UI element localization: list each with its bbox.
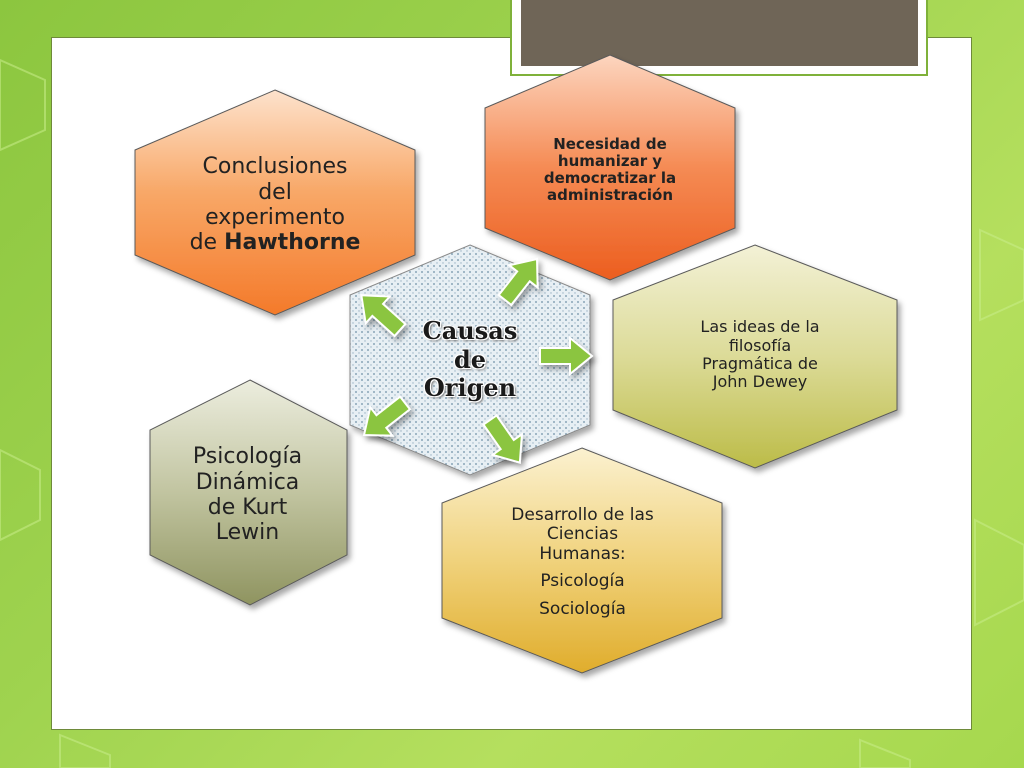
- hawthorne-bold: Hawthorne: [224, 230, 361, 256]
- hawthorne-line-4: de Hawthorne: [190, 230, 361, 255]
- center-line-2: de: [453, 344, 487, 374]
- node-ciencias-text: Desarrollo de las Ciencias Humanas: Psic…: [485, 490, 680, 635]
- hex-lewin: [149, 379, 348, 606]
- center-title: Causas de Origen: [400, 305, 540, 415]
- bg-hex-shape: [0, 58, 46, 152]
- lewin-line-4: Lewin: [215, 520, 280, 546]
- dewey-line-1: Las ideas de la: [700, 317, 820, 337]
- ciencias-line-2: Ciencias: [546, 524, 619, 545]
- hex-hawthorne: [134, 89, 416, 316]
- title-tab: [521, 0, 918, 66]
- arrow-to-dewey: [539, 335, 594, 377]
- ciencias-line-1: Desarrollo de las: [511, 504, 654, 525]
- arrow-to-humanizar: [497, 257, 539, 307]
- lewin-line-1: Psicología: [192, 444, 303, 470]
- center-line-3: Origen: [423, 373, 517, 403]
- bg-hex-shape: [59, 733, 111, 768]
- dewey-line-4: John Dewey: [712, 372, 808, 392]
- hawthorne-line-2: del: [258, 179, 292, 205]
- humanizar-line-1: Necesidad de: [553, 134, 667, 153]
- hex-dewey: [612, 244, 898, 469]
- lewin-line-3: de Kurt: [207, 495, 288, 520]
- dewey-line-2: filosofía: [728, 335, 792, 355]
- lewin-line-2: Dinámica: [195, 469, 300, 495]
- hawthorne-line-3: experimento: [205, 205, 345, 230]
- bg-hex-shape: [859, 738, 911, 768]
- hex-humanizar: [484, 54, 736, 281]
- humanizar-line-4: administración: [546, 186, 674, 205]
- bg-hex-shape: [0, 448, 41, 542]
- dewey-line-3: Pragmática de: [702, 354, 818, 373]
- node-dewey-text: Las ideas de la filosofía Pragmática de …: [660, 300, 860, 410]
- ciencias-item-2: Sociología: [539, 598, 626, 619]
- center-line-1: Causas: [422, 315, 518, 345]
- node-lewin-text: Psicología Dinámica de Kurt Lewin: [165, 420, 330, 570]
- hex-center: [349, 244, 591, 476]
- humanizar-line-2: humanizar y: [557, 151, 663, 170]
- bg-hex-shape: [979, 228, 1024, 322]
- arrow-to-hawthorne: [360, 294, 407, 338]
- ciencias-item-1: Psicología: [540, 571, 625, 592]
- arrow-to-lewin: [362, 395, 412, 437]
- arrow-to-ciencias: [482, 414, 524, 464]
- hex-ciencias: [441, 447, 723, 674]
- humanizar-line-3: democratizar la: [543, 169, 677, 187]
- hawthorne-line-1: Conclusiones: [202, 154, 348, 180]
- node-humanizar-text: Necesidad de humanizar y democratizar la…: [515, 115, 705, 225]
- bg-hex-shape: [974, 518, 1024, 627]
- hawthorne-de: de: [189, 230, 225, 256]
- ciencias-line-3: Humanas:: [539, 543, 626, 564]
- node-hawthorne-text: Conclusiones del experimento de Hawthorn…: [175, 140, 375, 270]
